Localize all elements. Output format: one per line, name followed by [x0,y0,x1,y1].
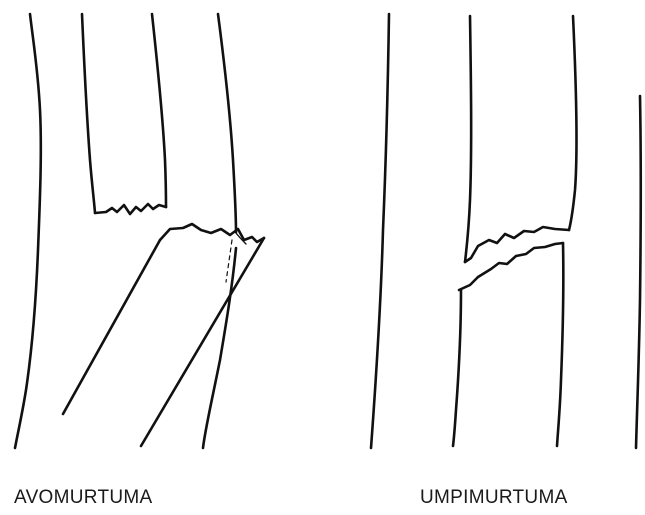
left-upper-fragment-jagged-end [95,204,166,214]
left-displaced-fragment-right-edge [141,238,264,446]
left-inner-bone-right-outline [152,14,166,207]
left-fragment-hidden-edge [226,240,232,282]
closed-fracture-caption: UMPIMURTUMA [420,487,568,509]
left-displaced-fragment-left-edge [63,240,160,414]
left-inner-bone-left-outline [82,14,95,213]
right-upper-bone-left-outline [465,16,471,262]
right-limb-right-outline [636,96,641,448]
right-lower-bone-left-outline [453,290,461,446]
right-upper-bone-right-outline [569,16,576,230]
left-limb-outer-left-outline [15,14,41,448]
right-limb-left-outline [371,14,389,448]
right-lower-bone-right-outline [557,243,563,446]
left-limb-outer-right-outline-lower [203,248,236,448]
closed-fracture-figure [371,14,641,448]
open-fracture-caption: AVOMURTUMA [14,487,152,509]
left-limb-outer-right-outline-upper [218,14,236,232]
open-fracture-figure [15,14,264,448]
left-displaced-fragment-jagged-top [160,224,264,242]
